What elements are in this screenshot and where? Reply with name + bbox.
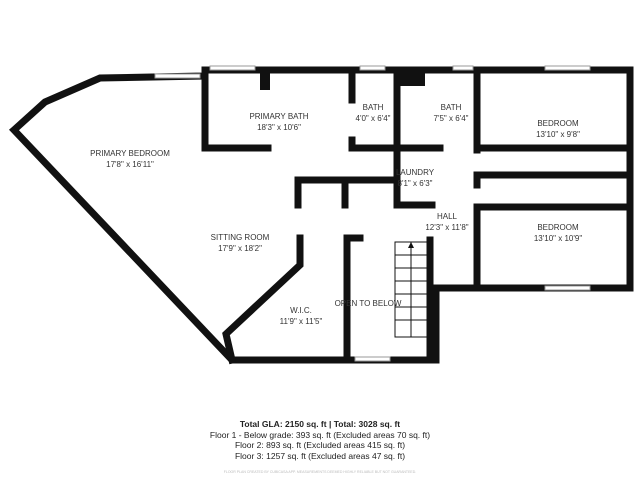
room-size: 17'9" x 18'2" bbox=[218, 244, 262, 253]
room-name: BEDROOM bbox=[537, 223, 579, 232]
room-size: 13'10" x 10'9" bbox=[534, 234, 582, 243]
room-name: W.I.C. bbox=[290, 306, 312, 315]
room-name: HALL bbox=[437, 212, 458, 221]
room-name: BATH bbox=[363, 103, 384, 112]
footnote: FLOOR PLAN CREATED BY CUBICASA APP. MEAS… bbox=[223, 470, 417, 474]
floor-3-area: Floor 3: 1257 sq. ft (Excluded areas 47 … bbox=[234, 450, 406, 461]
walls bbox=[8, 66, 634, 365]
floor-1-area: Floor 1 - Below grade: 393 sq. ft (Exclu… bbox=[209, 429, 431, 440]
room-name: PRIMARY BEDROOM bbox=[90, 149, 170, 158]
room-size: 7'5" x 6'4" bbox=[434, 114, 469, 123]
stairs bbox=[394, 241, 429, 338]
room-size: 11'9" x 11'5" bbox=[280, 317, 323, 326]
room-name: OPEN TO BELOW bbox=[335, 299, 402, 308]
room-name: PRIMARY BATH bbox=[249, 112, 308, 121]
room-name: BATH bbox=[441, 103, 462, 112]
room-name: SITTING ROOM bbox=[211, 233, 270, 242]
room-size: 13'10" x 9'8" bbox=[536, 130, 580, 139]
total-area: Total GLA: 2150 sq. ft | Total: 3028 sq.… bbox=[239, 419, 401, 429]
floor-2-area: Floor 2: 893 sq. ft (Excluded areas 415 … bbox=[234, 440, 406, 450]
windows bbox=[154, 65, 591, 362]
room-size: 4'0" x 6'4" bbox=[356, 114, 391, 123]
room-size: 8'1" x 6'3" bbox=[398, 179, 433, 188]
room-name: BEDROOM bbox=[537, 119, 579, 128]
room-name: LAUNDRY bbox=[396, 168, 435, 177]
room-size: 12'3" x 11'8" bbox=[425, 223, 468, 232]
room-size: 18'3" x 10'6" bbox=[257, 123, 301, 132]
area-summary: Total GLA: 2150 sq. ft | Total: 3028 sq.… bbox=[0, 419, 640, 478]
room-size: 17'8" x 16'11" bbox=[106, 160, 154, 169]
room-labels: PRIMARY BEDROOM 17'8" x 16'11" PRIMARY B… bbox=[90, 103, 582, 326]
